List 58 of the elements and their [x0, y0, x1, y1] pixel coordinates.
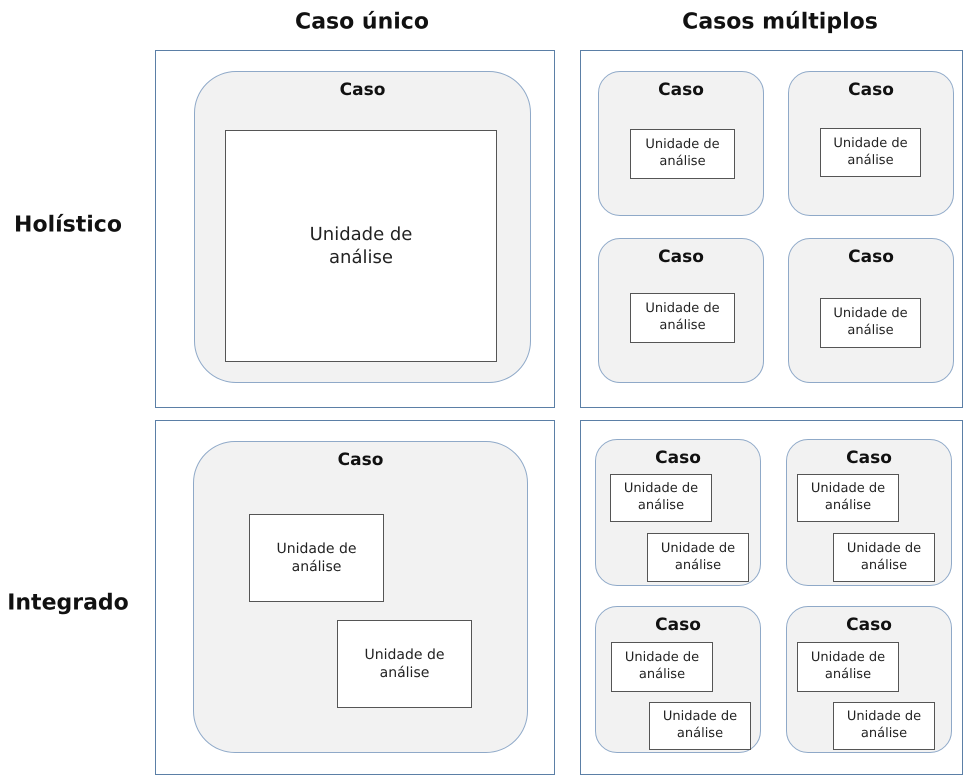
case-box — [595, 439, 761, 586]
unit-label: Unidade de análise — [660, 540, 736, 574]
unit-label: Unidade de análise — [810, 650, 886, 684]
case-title: Caso — [658, 247, 704, 267]
case-box — [595, 606, 761, 753]
panel — [580, 50, 963, 408]
unit-label: Unidade de análise — [364, 646, 446, 682]
case-title: Caso — [340, 80, 386, 100]
case-title: Caso — [848, 80, 894, 100]
unit-box — [647, 533, 749, 582]
case-title: Caso — [655, 448, 701, 468]
unit-label: Unidade de análise — [810, 481, 886, 515]
unit-label: Unidade de análise — [832, 306, 909, 340]
case-title: Caso — [338, 450, 384, 470]
unit-box — [610, 474, 712, 522]
case-box — [786, 606, 952, 753]
unit-box — [820, 298, 921, 348]
case-title: Caso — [848, 247, 894, 267]
case-title: Caso — [846, 448, 892, 468]
unit-box — [249, 514, 384, 602]
case-title: Caso — [846, 615, 892, 635]
unit-label: Unidade de análise — [644, 137, 721, 171]
unit-box — [225, 130, 497, 362]
unit-label: Unidade de análise — [662, 709, 738, 743]
row-header: Holístico — [14, 212, 122, 238]
unit-box — [833, 702, 935, 750]
case-box — [193, 441, 528, 753]
case-box — [194, 71, 531, 383]
unit-box — [797, 474, 899, 522]
unit-label: Unidade de análise — [276, 540, 358, 576]
unit-box — [820, 128, 921, 177]
unit-box — [337, 620, 472, 708]
unit-label: Unidade de análise — [832, 136, 909, 170]
unit-label: Unidade de análise — [308, 222, 414, 270]
panel — [155, 50, 555, 408]
case-title: Caso — [655, 615, 701, 635]
panel — [155, 420, 555, 775]
unit-label: Unidade de análise — [624, 650, 700, 684]
row-header: Integrado — [7, 590, 129, 616]
unit-label: Unidade de análise — [846, 540, 922, 574]
case-box — [598, 71, 764, 216]
unit-box — [611, 642, 713, 692]
column-header: Casos múltiplos — [682, 10, 878, 34]
case-box — [786, 439, 952, 586]
unit-box — [630, 293, 735, 343]
case-box — [598, 238, 764, 383]
case-box — [788, 238, 954, 383]
unit-box — [649, 702, 751, 750]
unit-box — [630, 129, 735, 179]
case-title: Caso — [658, 80, 704, 100]
case-box — [788, 71, 954, 216]
unit-label: Unidade de análise — [622, 481, 700, 515]
unit-box — [833, 533, 935, 582]
column-header: Caso único — [295, 10, 429, 34]
unit-label: Unidade de análise — [644, 301, 721, 335]
panel — [580, 420, 963, 775]
unit-label: Unidade de análise — [846, 709, 922, 743]
unit-box — [797, 642, 899, 692]
